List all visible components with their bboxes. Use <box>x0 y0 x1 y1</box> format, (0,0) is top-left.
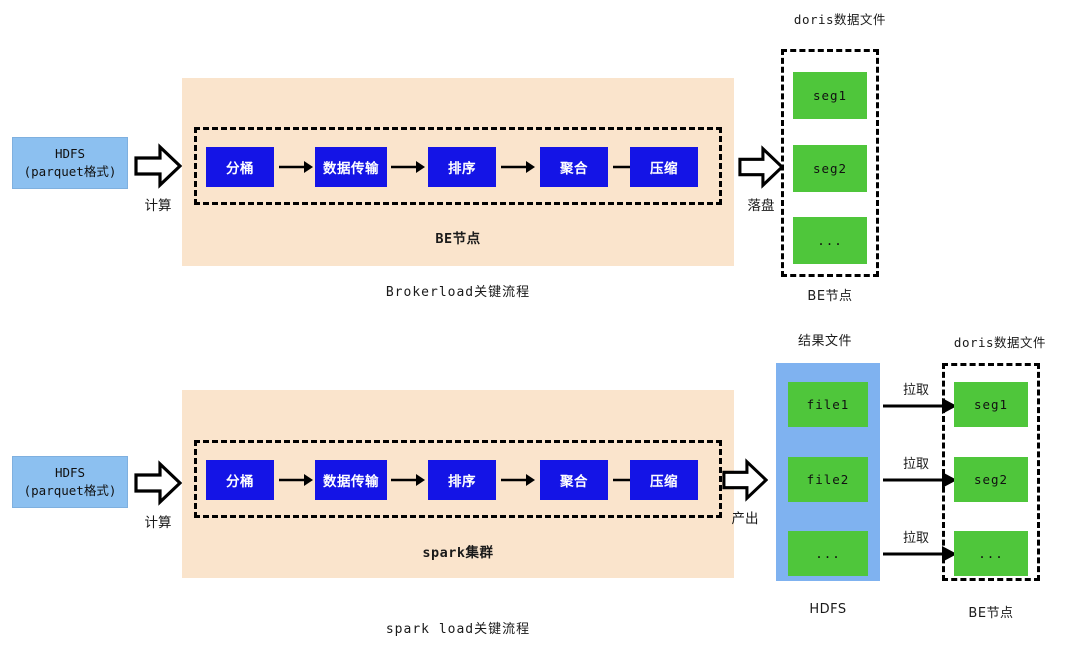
row2-transfer-arrow-1 <box>882 470 958 490</box>
row2-arrow-2 <box>500 470 536 490</box>
row1-target-footer: BE节点 <box>807 289 853 304</box>
row2-step-1[interactable]: 数据传输 <box>315 460 387 500</box>
row1-compute-label: 计算 <box>144 198 172 214</box>
row1-target-container <box>781 49 879 277</box>
row2-compute-block-arrow <box>134 459 182 507</box>
row1-source-line1: HDFS <box>54 145 86 161</box>
row1-output-label: 落盘 <box>747 198 775 214</box>
row2-segment-1: seg2 <box>954 457 1028 502</box>
row2-transfer-label-0: 拉取 <box>902 383 929 398</box>
row1-step-3[interactable]: 聚合 <box>540 147 608 187</box>
row1-target-title: doris数据文件 <box>793 12 887 27</box>
row2-intermediate-footer: HDFS <box>809 602 847 617</box>
row2-source-line2: (parquet格式) <box>23 483 117 498</box>
row2-transfer-arrow-0 <box>882 396 958 416</box>
row1-output-block-arrow <box>738 144 784 190</box>
row1-segment-1: seg2 <box>793 145 867 192</box>
row1-arrow-0 <box>278 157 314 177</box>
row2-step-4[interactable]: 压缩 <box>630 460 698 500</box>
row1-cluster-name: BE节点 <box>435 231 481 247</box>
row1-step-2[interactable]: 排序 <box>428 147 496 187</box>
row1-compute-block-arrow <box>134 142 182 190</box>
row1-pipeline-dashed-box <box>194 127 722 205</box>
row1-source-hdfs-box: HDFS (parquet格式) <box>12 137 128 189</box>
row1-segment-0: seg1 <box>793 72 867 119</box>
row1-step-0[interactable]: 分桶 <box>206 147 274 187</box>
row1-segment-2: ... <box>793 217 867 264</box>
row2-step-2[interactable]: 排序 <box>428 460 496 500</box>
row2-step-3[interactable]: 聚合 <box>540 460 608 500</box>
row2-file-0: file1 <box>788 382 868 427</box>
row2-pipeline-dashed-box <box>194 440 722 518</box>
row2-file-2: ... <box>788 531 868 576</box>
row1-source-line2: (parquet格式) <box>23 164 117 179</box>
row2-segment-0: seg1 <box>954 382 1028 427</box>
row2-transfer-label-1: 拉取 <box>902 457 929 472</box>
row2-file-1: file2 <box>788 457 868 502</box>
row2-output-block-arrow <box>722 457 768 503</box>
row2-step-0[interactable]: 分桶 <box>206 460 274 500</box>
row2-target-footer: BE节点 <box>968 606 1014 621</box>
row2-source-line1: HDFS <box>54 464 86 480</box>
row1-step-1[interactable]: 数据传输 <box>315 147 387 187</box>
row1-arrow-1 <box>390 157 426 177</box>
row2-arrow-1 <box>390 470 426 490</box>
row2-transfer-arrow-2 <box>882 544 958 564</box>
row2-transfer-label-2: 拉取 <box>902 531 929 546</box>
row2-intermediate-title: 结果文件 <box>797 334 852 349</box>
row2-target-title: doris数据文件 <box>953 335 1047 350</box>
row2-target-container <box>942 363 1040 581</box>
row2-output-label: 产出 <box>731 511 759 527</box>
row2-source-hdfs-box: HDFS (parquet格式) <box>12 456 128 508</box>
row1-flow-caption: Brokerload关键流程 <box>385 285 531 300</box>
row2-arrow-0 <box>278 470 314 490</box>
row1-arrow-2 <box>500 157 536 177</box>
row2-cluster-name: spark集群 <box>422 545 494 561</box>
row2-flow-caption: spark load关键流程 <box>385 622 531 637</box>
row1-step-4[interactable]: 压缩 <box>630 147 698 187</box>
row2-segment-2: ... <box>954 531 1028 576</box>
row2-compute-label: 计算 <box>144 515 172 531</box>
